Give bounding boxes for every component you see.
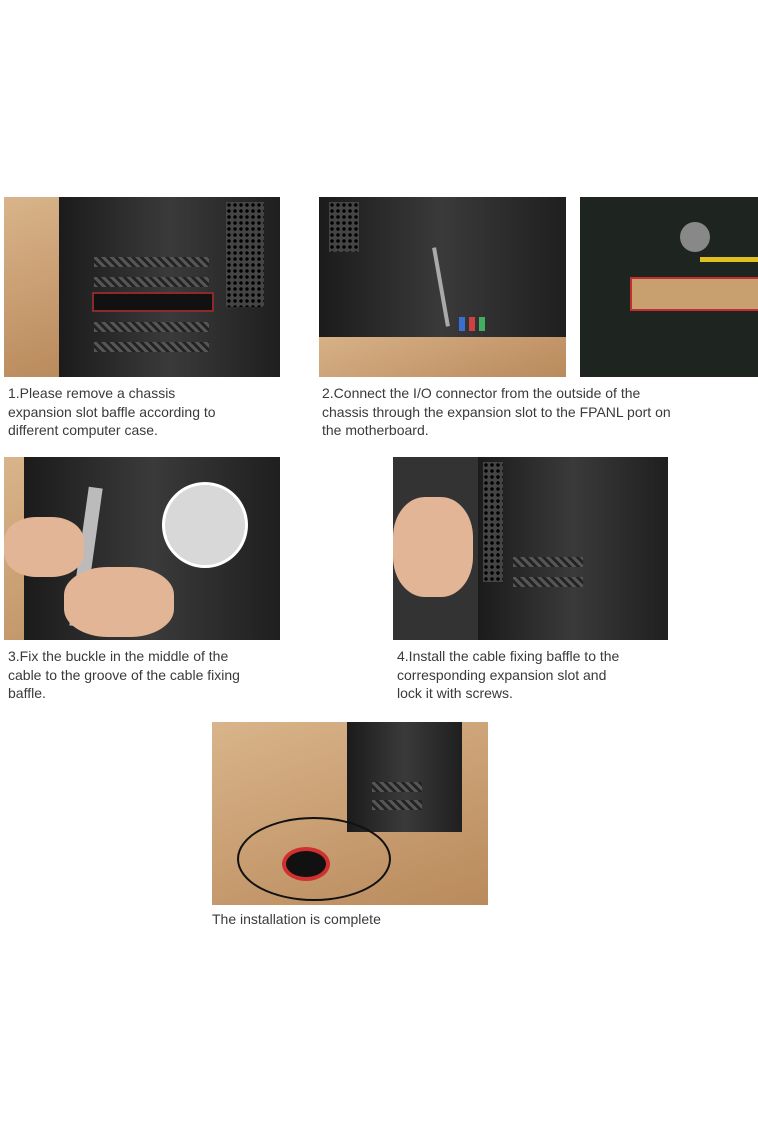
step-4-caption: 4.Install the cable fixing baffle to the… bbox=[397, 648, 620, 701]
step-1-caption: 1.Please remove a chassis expansion slot… bbox=[8, 385, 216, 438]
step-1-photo bbox=[4, 197, 280, 377]
step-3-photo bbox=[4, 457, 280, 640]
power-button-puck bbox=[282, 847, 330, 881]
step-4-photo bbox=[393, 457, 668, 640]
step-5-photo bbox=[212, 722, 488, 905]
step-2-photo-case bbox=[319, 197, 566, 377]
step-2-photo-motherboard bbox=[580, 197, 758, 377]
step-3-caption: 3.Fix the buckle in the middle of the ca… bbox=[8, 648, 240, 701]
step-5-caption: The installation is complete bbox=[212, 911, 381, 927]
step-2-caption: 2.Connect the I/O connector from the out… bbox=[322, 385, 671, 438]
